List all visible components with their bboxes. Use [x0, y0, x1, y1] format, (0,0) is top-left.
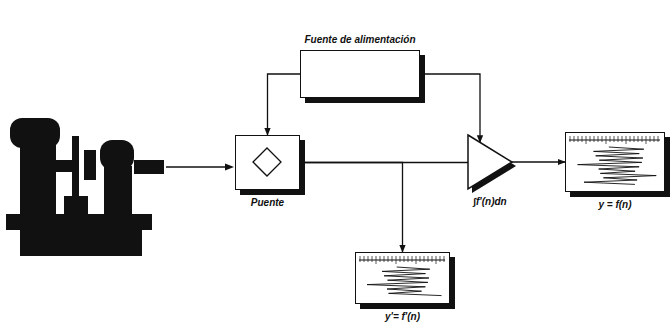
amplifier-triangle	[468, 135, 518, 195]
signal-connector	[420, 74, 480, 142]
node-label: Puente	[251, 197, 284, 209]
recorder-shape	[565, 132, 665, 192]
bridge-shape	[235, 135, 300, 190]
power-supply-box: Fuente de alimentación	[300, 50, 420, 98]
integrator-amplifier: ∫f'(n)dn	[468, 135, 512, 189]
node-label: Fuente de alimentación	[304, 34, 415, 46]
signal-connector	[512, 161, 565, 162]
chart-recorder: y = f(n)	[565, 132, 665, 192]
node-label: ∫f'(n)dn	[473, 196, 506, 208]
recorder-trace	[566, 133, 663, 190]
chart-recorder: y'= f'(n)	[355, 252, 450, 304]
recorder-trace	[356, 253, 448, 302]
signal-connector	[300, 163, 403, 253]
signal-connector	[268, 74, 301, 135]
bridge-box: Puente	[235, 135, 300, 190]
test-machine	[6, 118, 164, 256]
node-label: y = f(n)	[598, 199, 631, 211]
signal-wire	[166, 166, 226, 167]
bridge-symbol	[236, 136, 298, 188]
amp-shape	[468, 135, 512, 189]
recorder-shape	[355, 252, 450, 304]
box-shape	[300, 50, 420, 98]
node-label: y'= f'(n)	[385, 311, 420, 323]
arrowhead	[225, 164, 234, 171]
